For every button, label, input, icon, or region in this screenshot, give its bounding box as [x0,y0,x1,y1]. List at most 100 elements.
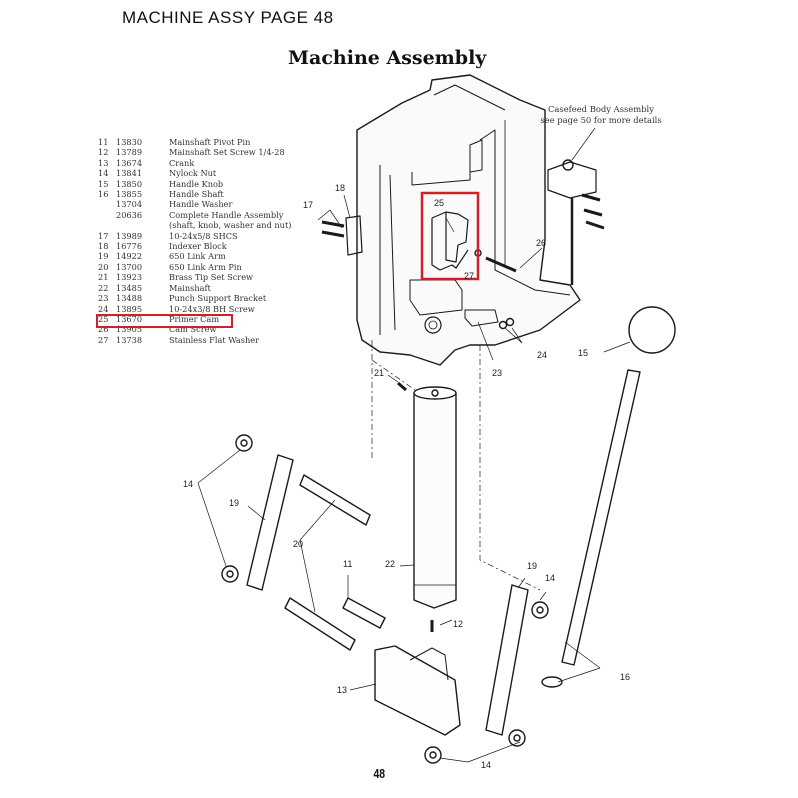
callout-12: 12 [453,619,463,629]
part-description: Punch Support Bracket [169,293,267,304]
part-description: Complete Handle Assembly [169,209,284,220]
part-number: 13485 [116,282,143,293]
mainshaft [413,393,457,609]
diagram-highlight-box [420,191,480,281]
item-number: 27 [98,334,109,345]
parts-list-row: 17 13989 10-24x5/8 SHCS [98,231,291,241]
callout-16: 16 [620,672,630,682]
part-description: Cam Screw [169,324,217,335]
callout-27: 27 [464,271,474,281]
casefeed-note: Casefeed Body Assembly see page 50 for m… [538,104,664,126]
part-number: 20636 [116,209,143,220]
callout-19-left: 19 [229,498,239,508]
parts-list-row: 15 13850 Handle Knob [98,179,291,189]
callout-25: 25 [434,198,444,208]
item-number: 18 [98,241,109,252]
part-number: 13841 [116,168,143,179]
callout-21: 21 [374,368,384,378]
callout-18: 18 [335,183,345,193]
part-number: 14922 [116,251,143,262]
handle-shaft [561,369,641,666]
item-number: 12 [98,147,109,158]
callout-14-bottom: 14 [481,760,491,770]
item-number: 21 [98,272,109,283]
item-number: 13 [98,157,109,168]
part-description: 10-24x3/8 BH Screw [169,303,255,314]
part-description: 10-24x5/8 SHCS [169,230,238,241]
item-number: 25 [98,313,109,324]
item-number: 15 [98,178,109,189]
part-number: 13923 [116,272,143,283]
part-number: 13855 [116,189,143,200]
part-description: Handle Shaft [169,189,224,200]
parts-list-row: 26 13905 Cam Screw [98,324,291,334]
part-description: (shaft, knob, washer and nut) [169,220,292,231]
link-arm-left [246,454,294,591]
part-description: Indexer Block [169,241,227,252]
parts-list-row: (shaft, knob, washer and nut) [98,220,291,230]
document-title: Machine Assembly [288,47,487,69]
part-number: 13989 [116,230,143,241]
parts-list-row: 22 13485 Mainshaft [98,283,291,293]
parts-list-row: 20 13700 650 Link Arm Pin [98,262,291,272]
part-description: 650 Link Arm [169,251,226,262]
part-number: 13895 [116,303,143,314]
parts-list-row: 24 13895 10-24x3/8 BH Screw [98,304,291,314]
part-description: Brass Tip Set Screw [169,272,254,283]
part-description: 650 Link Arm Pin [169,261,242,272]
part-number: 13738 [116,334,143,345]
item-number: 22 [98,282,109,293]
crank [374,645,461,736]
part-number: 13674 [116,157,143,168]
item-number: 17 [98,230,109,241]
link-arm-right [485,584,529,736]
callout-11: 11 [343,559,352,569]
callout-17: 17 [303,200,313,210]
callout-19-right: 19 [527,561,537,571]
callout-15: 15 [578,348,588,358]
parts-list-row: 13704 Handle Washer [98,199,291,209]
item-number: 23 [98,293,109,304]
handle-knob [628,306,676,354]
part-description: Primer Cam [169,313,220,324]
parts-list-highlight [96,314,233,328]
parts-list-row: 23 13488 Punch Support Bracket [98,293,291,303]
item-number: 19 [98,251,109,262]
callout-20: 20 [293,539,303,549]
part-number: 13700 [116,261,143,272]
part-description: Handle Knob [169,178,224,189]
callout-26: 26 [536,238,546,248]
item-number: 26 [98,324,109,335]
callout-24: 24 [537,350,547,360]
callout-13: 13 [337,685,347,695]
indexer-block [345,215,363,256]
part-number: 13905 [116,324,143,335]
parts-list-row: 21 13923 Brass Tip Set Screw [98,272,291,282]
page-number: 48 [373,766,386,781]
parts-list-row: 20636 Complete Handle Assembly [98,210,291,220]
part-number: 13850 [116,178,143,189]
primer-cam-part [431,211,469,271]
parts-list-row: 19 14922 650 Link Arm [98,251,291,261]
casefeed-note-line1: Casefeed Body Assembly [548,104,654,114]
part-description: Handle Washer [169,199,233,210]
callout-22: 22 [385,559,395,569]
item-number: 20 [98,261,109,272]
callout-23: 23 [492,368,502,378]
part-description: Mainshaft [169,282,211,293]
page-header: MACHINE ASSY PAGE 48 [122,8,334,27]
part-number: 13704 [116,199,143,210]
part-number: 13670 [116,313,143,324]
casefeed-note-line2: see page 50 for more details [540,115,662,125]
item-number: 24 [98,303,109,314]
part-number: 13488 [116,293,143,304]
part-description: Mainshaft Set Screw 1/4-28 [169,147,285,158]
item-number: 14 [98,168,109,179]
